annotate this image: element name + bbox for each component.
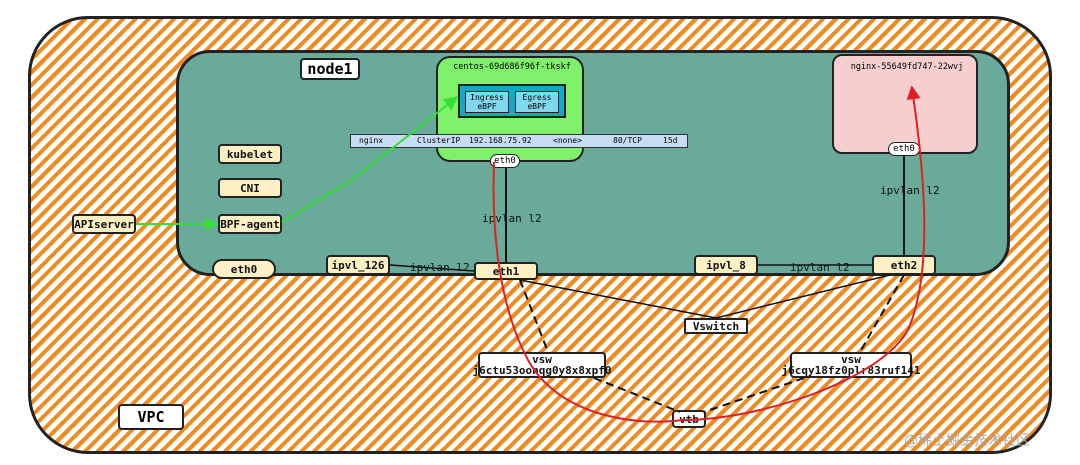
eth2-vsw2-dashed bbox=[859, 274, 905, 353]
vsw1-box: vsw j6ctu53oonqg0y8x8xpf0 bbox=[472, 352, 612, 378]
vsw1-vtb-dashed bbox=[593, 377, 681, 413]
cni-box: CNI bbox=[218, 178, 282, 198]
watermark: @稀土掘金技术社区 bbox=[904, 433, 1030, 449]
apiserver-box: APIserver bbox=[72, 214, 136, 234]
kubelet-box: kubelet bbox=[218, 144, 282, 164]
ipvlan-label-pod1: ipvlan l2 bbox=[482, 212, 542, 225]
vpc-label: VPC bbox=[118, 404, 184, 430]
vsw1-title: vsw bbox=[532, 353, 552, 366]
node1-title: node1 bbox=[300, 58, 360, 80]
service-age: 15d bbox=[663, 136, 678, 145]
service-external-ip: <none> bbox=[553, 136, 582, 145]
egress-ebpf: Egress eBPF bbox=[515, 91, 559, 113]
vsw2-vtb-dashed bbox=[703, 377, 805, 413]
ipvlan-label-host1: ipvlan l2 bbox=[410, 261, 470, 274]
eth2-box: eth2 bbox=[872, 255, 936, 275]
bpf-agent-box: BPF-agent bbox=[218, 214, 282, 234]
eth1-vsw1-dashed bbox=[519, 279, 549, 353]
pod-nginx-name: nginx-55649fd747-22wvj bbox=[850, 62, 964, 72]
vsw1-id: j6ctu53oonqg0y8x8xpf0 bbox=[472, 364, 612, 377]
pod-centos-name: centos-69d686f96f-tkskf bbox=[453, 62, 571, 72]
service-ports: 80/TCP bbox=[613, 136, 642, 145]
ipvl-126-box: ipvl_126 bbox=[326, 255, 390, 275]
eth2-vswitch-link bbox=[715, 274, 891, 319]
service-name: nginx bbox=[359, 136, 384, 145]
pod-centos-eth0: eth0 bbox=[490, 154, 520, 168]
vsw2-title: vsw bbox=[841, 353, 861, 366]
ipvlan-label-pod2: ipvlan l2 bbox=[880, 184, 940, 197]
traffic-path bbox=[492, 85, 926, 423]
ipvl-8-box: ipvl_8 bbox=[694, 255, 758, 275]
service-cluster-ip: 192.168.75.92 bbox=[469, 136, 532, 145]
vsw2-id: j6cqy18fz0plr83ruf141 bbox=[781, 364, 921, 377]
ipvl126-eth1-link bbox=[389, 264, 475, 272]
eth1-vswitch-link bbox=[519, 279, 717, 319]
service-row: nginx ClusterIP 192.168.75.92 <none> 80/… bbox=[350, 134, 688, 148]
vswitch-box: Vswitch bbox=[684, 318, 748, 334]
bpf-agent-to-ebpf bbox=[281, 96, 459, 223]
pod-nginx: nginx-55649fd747-22wvj bbox=[832, 54, 978, 154]
ebpf-container: Ingress eBPF Egress eBPF bbox=[458, 84, 566, 118]
service-type: ClusterIP bbox=[417, 136, 461, 145]
ingress-ebpf: Ingress eBPF bbox=[465, 91, 509, 113]
node-eth0: eth0 bbox=[212, 259, 276, 279]
